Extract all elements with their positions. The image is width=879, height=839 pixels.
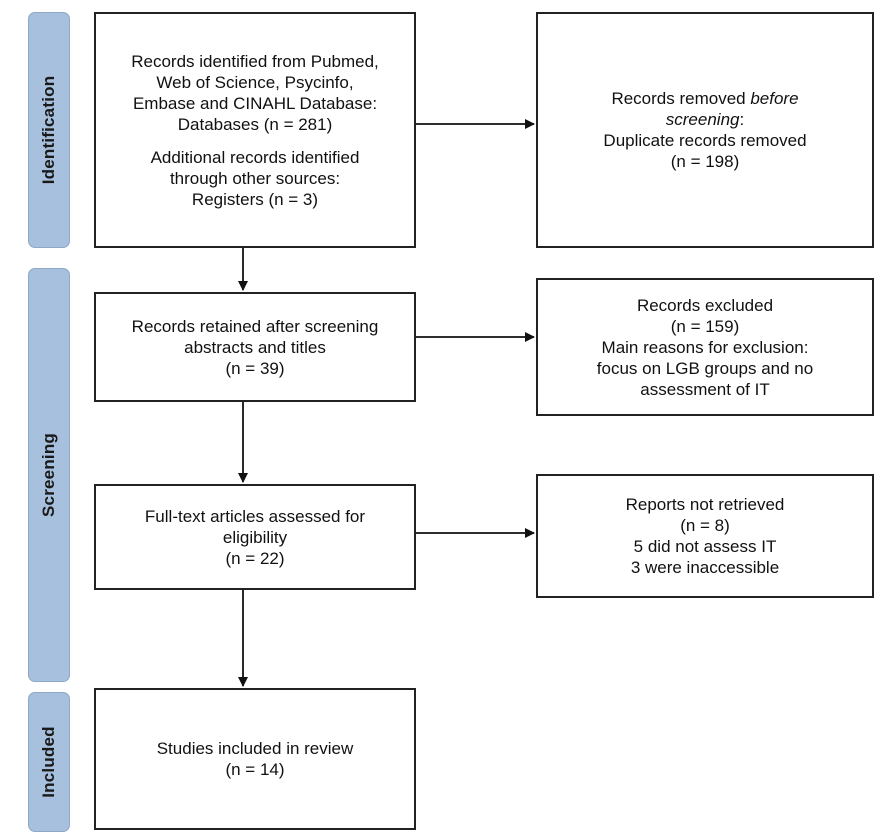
phase-identification: Identification (28, 12, 70, 248)
identified-line: Embase and CINAHL Database: (132, 93, 378, 113)
removed-emph-before: before (750, 89, 799, 108)
phase-included: Included (28, 692, 70, 832)
identified-line: Web of Science, Psycinfo, (156, 72, 354, 92)
not-retrieved-line: Reports not retrieved (625, 495, 785, 514)
records-retained-box: Records retained after screening abstrac… (94, 292, 416, 402)
excluded-line: Main reasons for exclusion: (601, 337, 809, 357)
records-removed-box: Records removed before screening: Duplic… (536, 12, 874, 248)
identified-line: Databases (n = 281) (177, 114, 333, 134)
phase-screening: Screening (28, 268, 70, 682)
removed-colon: : (739, 110, 745, 129)
excluded-line: Records excluded (636, 295, 774, 315)
fulltext-count: (n = 22) (225, 548, 285, 568)
excluded-count: (n = 159) (670, 316, 740, 336)
not-retrieved-line: 3 were inaccessible (630, 558, 780, 577)
studies-included-box: Studies included in review (n = 14) (94, 688, 416, 830)
removed-line: Records removed before (611, 88, 798, 109)
retained-line: abstracts and titles (184, 337, 326, 357)
not-retrieved-line: 5 did not assess IT (633, 537, 777, 556)
included-count: (n = 14) (225, 760, 285, 779)
removed-prefix: Records removed (611, 89, 751, 108)
additional-line: Additional records identified (150, 147, 360, 167)
retained-count: (n = 39) (225, 358, 285, 378)
removed-line: screening: (666, 109, 744, 130)
retained-line: Records retained after screening (131, 316, 379, 336)
removed-line: Duplicate records removed (603, 131, 807, 150)
included-line: Studies included in review (156, 739, 354, 758)
additional-line: through other sources: (169, 168, 341, 188)
excluded-line: assessment of IT (640, 379, 770, 399)
fulltext-line: Full-text articles assessed for (144, 506, 366, 526)
additional-line: Registers (n = 3) (191, 189, 319, 209)
full-text-box: Full-text articles assessed for eligibil… (94, 484, 416, 590)
fulltext-line: eligibility (222, 527, 288, 547)
records-excluded-box: Records excluded (n = 159) Main reasons … (536, 278, 874, 416)
removed-emph-screening: screening (665, 110, 740, 129)
not-retrieved-count: (n = 8) (680, 516, 730, 535)
removed-count: (n = 198) (670, 152, 740, 171)
records-identified-box: Records identified from Pubmed, Web of S… (94, 12, 416, 248)
identified-line: Records identified from Pubmed, (131, 51, 379, 71)
excluded-line: focus on LGB groups and no (596, 358, 814, 378)
flow-arrows (238, 119, 535, 687)
not-retrieved-box: Reports not retrieved (n = 8) 5 did not … (536, 474, 874, 598)
